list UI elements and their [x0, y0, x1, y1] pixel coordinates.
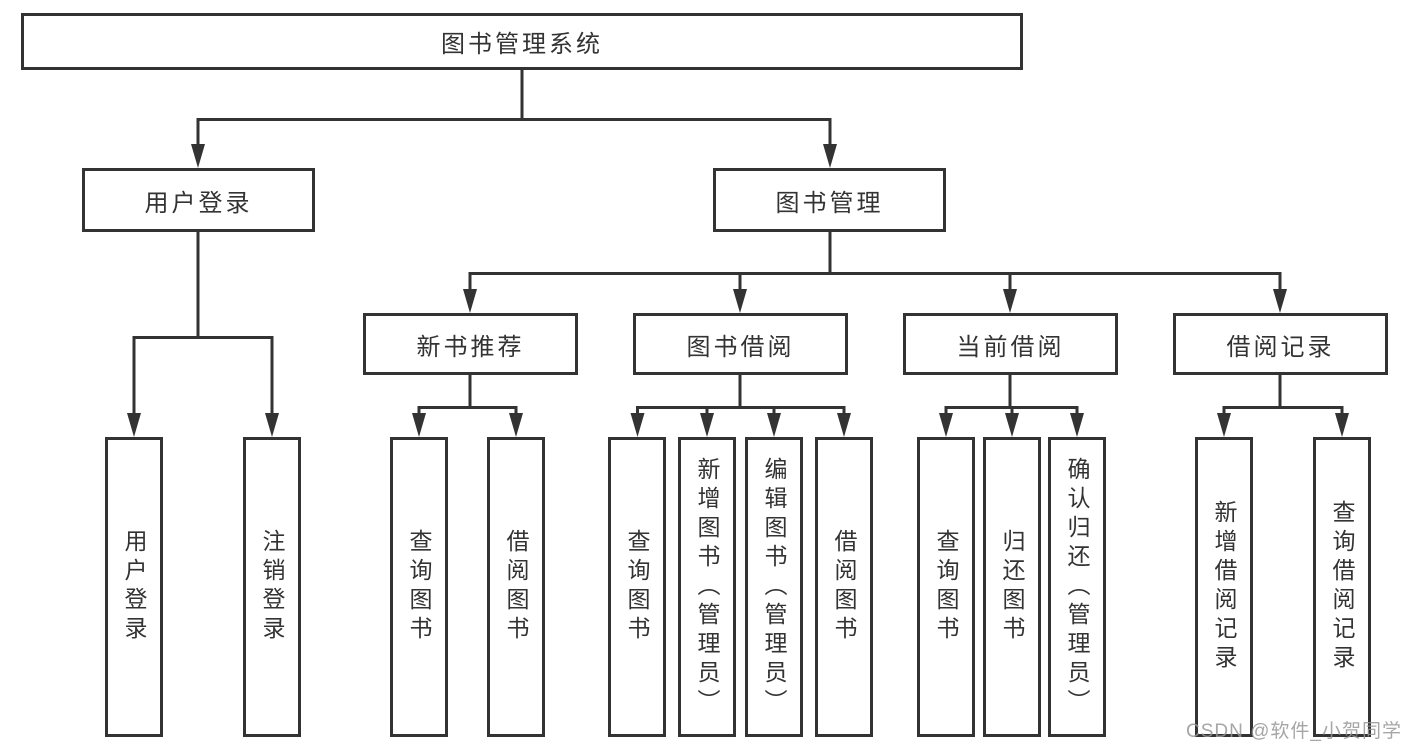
node-user-login: 用户登录 — [82, 168, 315, 232]
leaf-label: 确认归还（管理员） — [1064, 456, 1090, 718]
leaf-logout: 注销登录 — [243, 437, 301, 737]
node-label: 新书推荐 — [416, 333, 525, 361]
leaf-label: 编辑图书（管理员） — [761, 456, 787, 718]
edge-book-borrow-children — [630, 375, 851, 437]
edge-borrow-records-children — [1217, 375, 1349, 437]
leaf-borrow-books-recommend: 借阅图书 — [487, 437, 545, 737]
node-label: 图书管理 — [775, 189, 884, 217]
leaf-label: 新增借阅记录 — [1211, 500, 1237, 674]
leaf-return-books: 归还图书 — [983, 437, 1041, 737]
leaf-query-books: 查询图书 — [608, 437, 666, 737]
leaf-user-login: 用户登录 — [105, 437, 163, 737]
edge-current-borrow-children — [939, 375, 1084, 437]
leaf-edit-books-admin: 编辑图书（管理员） — [745, 437, 803, 737]
leaf-label: 归还图书 — [999, 529, 1025, 645]
leaf-label: 查询图书 — [624, 529, 650, 645]
node-borrow-records: 借阅记录 — [1173, 313, 1388, 375]
leaf-label: 查询借阅记录 — [1329, 500, 1355, 674]
edge-new-book-children — [412, 375, 523, 437]
node-library-system: 图书管理系统 — [21, 13, 1023, 70]
node-current-borrow: 当前借阅 — [903, 313, 1118, 375]
node-label: 图书借阅 — [686, 333, 795, 361]
node-book-management: 图书管理 — [713, 168, 946, 232]
leaf-label: 借阅图书 — [503, 529, 529, 645]
leaf-label: 新增图书（管理员） — [694, 456, 720, 718]
leaf-add-borrow-record: 新增借阅记录 — [1195, 437, 1253, 737]
edge-book-mgmt-to-level3 — [463, 232, 1287, 313]
leaf-query-books-current: 查询图书 — [917, 437, 975, 737]
csdn-watermark: CSDN @软件_小贺同学 — [1186, 721, 1402, 742]
node-new-book-recommend: 新书推荐 — [363, 313, 578, 375]
leaf-add-books-admin: 新增图书（管理员） — [678, 437, 736, 737]
edge-root-to-level2 — [191, 69, 837, 168]
leaf-borrow-books: 借阅图书 — [815, 437, 873, 737]
node-book-borrow: 图书借阅 — [633, 313, 848, 375]
leaf-query-books-recommend: 查询图书 — [390, 437, 448, 737]
leaf-label: 查询图书 — [933, 529, 959, 645]
leaf-label: 注销登录 — [259, 529, 285, 645]
node-label: 借阅记录 — [1226, 333, 1335, 361]
edge-user-login-children — [127, 232, 279, 437]
leaf-confirm-return-admin: 确认归还（管理员） — [1048, 437, 1106, 737]
node-label: 当前借阅 — [956, 333, 1065, 361]
leaf-query-borrow-record: 查询借阅记录 — [1313, 437, 1371, 737]
leaf-label: 查询图书 — [406, 529, 432, 645]
node-label: 用户登录 — [144, 189, 253, 217]
node-label: 图书管理系统 — [441, 31, 603, 58]
leaf-label: 借阅图书 — [831, 529, 857, 645]
leaf-label: 用户登录 — [121, 529, 147, 645]
